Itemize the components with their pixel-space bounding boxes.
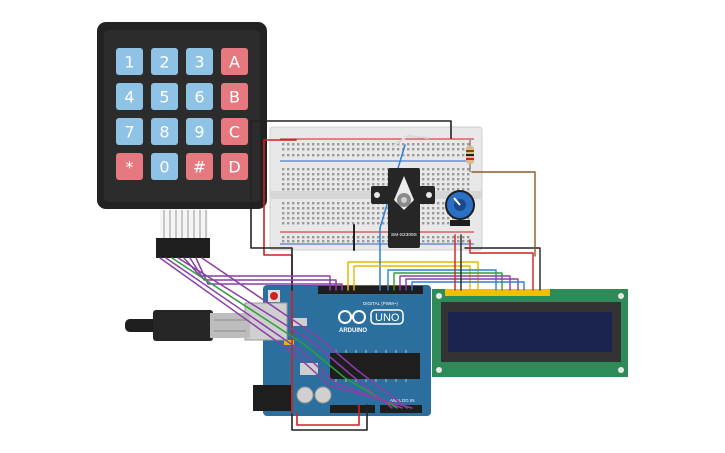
- key-2[interactable]: 2: [151, 48, 178, 75]
- arduino-logo-text: ARDUINO: [339, 328, 367, 334]
- wire-black: [464, 247, 541, 291]
- key-label: 2: [159, 53, 169, 72]
- key-9[interactable]: 9: [186, 118, 213, 145]
- arduino-model-text: UNO: [375, 312, 400, 324]
- key-4[interactable]: 4: [116, 83, 143, 110]
- servo-label: SM-S2309S: [391, 232, 417, 238]
- potentiometer[interactable]: [445, 190, 475, 226]
- key-cap: [116, 118, 143, 145]
- key-label: #: [193, 158, 206, 177]
- key-cap: [151, 48, 178, 75]
- wire-black: [291, 404, 368, 431]
- key-D[interactable]: D: [221, 153, 248, 180]
- key-cap: [186, 48, 213, 75]
- key-label: *: [126, 158, 134, 177]
- key-label: B: [229, 88, 240, 107]
- resistor: [466, 140, 474, 172]
- atmega-chip: [330, 353, 420, 379]
- lcd-16x2[interactable]: [432, 289, 628, 377]
- key-label: D: [228, 158, 240, 177]
- key-C[interactable]: C: [221, 118, 248, 145]
- lcd-screen: [448, 312, 612, 352]
- wire-green: [171, 257, 398, 409]
- key-label: 9: [194, 123, 204, 142]
- digital-header: [318, 286, 423, 294]
- capacitor: [296, 386, 314, 404]
- power-header: [330, 405, 375, 413]
- arduino-logo-icon: [338, 310, 366, 324]
- key-1[interactable]: 1: [116, 48, 143, 75]
- wire-yellow: [353, 265, 471, 291]
- key-cap: [151, 83, 178, 110]
- key-0[interactable]: 0: [151, 153, 178, 180]
- wire-purple: [177, 257, 393, 409]
- wire-brown: [471, 171, 536, 257]
- wire-purple: [201, 257, 408, 409]
- key-cap: [186, 83, 213, 110]
- key-label: 8: [159, 123, 169, 142]
- key-label: 6: [194, 88, 204, 107]
- arduino-uno[interactable]: ARDUINO UNO DIGITAL (PWM~) ANALOG IN: [244, 285, 431, 416]
- key-label: 0: [159, 158, 169, 177]
- key-cap: [221, 118, 248, 145]
- wire-white: [392, 135, 429, 147]
- key-label: 7: [124, 123, 134, 142]
- wire-red: [296, 404, 360, 426]
- key-6[interactable]: 6: [186, 83, 213, 110]
- wire-red: [469, 239, 534, 291]
- wire-purple: [159, 257, 413, 409]
- key-B[interactable]: B: [221, 83, 248, 110]
- key-7[interactable]: 7: [116, 118, 143, 145]
- key-label: 1: [124, 53, 134, 72]
- key-8[interactable]: 8: [151, 118, 178, 145]
- wire-black: [250, 120, 452, 139]
- key-#[interactable]: #: [186, 153, 213, 180]
- wire-blue: [411, 281, 525, 291]
- wire-purple: [195, 257, 343, 291]
- usb-cable: [125, 310, 250, 341]
- power-jack: [253, 385, 291, 411]
- key-cap: [151, 118, 178, 145]
- key-A[interactable]: A: [221, 48, 248, 75]
- wire-red: [263, 139, 293, 414]
- key-label: 4: [124, 88, 134, 107]
- key-cap: [186, 118, 213, 145]
- key-label: 5: [159, 88, 169, 107]
- wire-purple: [165, 257, 403, 409]
- digital-label: DIGITAL (PWM~): [363, 301, 398, 306]
- capacitor: [314, 386, 332, 404]
- key-label: A: [229, 53, 240, 72]
- key-cap: [116, 153, 143, 180]
- key-cap: [221, 153, 248, 180]
- key-cap: [116, 83, 143, 110]
- keypad-connector: [156, 238, 210, 258]
- wire-blue: [387, 269, 497, 291]
- arduino-board: [263, 285, 431, 416]
- key-label: 3: [194, 53, 204, 72]
- keypad-keys: 1 2 3 A 4 5 6 B 7 8 9 C * 0 # D: [116, 48, 248, 180]
- key-cap: [186, 153, 213, 180]
- analog-header: [380, 405, 422, 413]
- keypad-ribbon: [156, 209, 210, 258]
- servo-motor[interactable]: SM-S2309S: [371, 168, 435, 248]
- key-cap: [221, 83, 248, 110]
- key-cap: [116, 48, 143, 75]
- key-5[interactable]: 5: [151, 83, 178, 110]
- wires: [159, 120, 541, 431]
- key-cap: [151, 153, 178, 180]
- key-3[interactable]: 3: [186, 48, 213, 75]
- key-*[interactable]: *: [116, 153, 143, 180]
- wire-purple: [405, 278, 519, 291]
- analog-label: ANALOG IN: [390, 398, 415, 403]
- keypad-4x4[interactable]: 1 2 3 A 4 5 6 B 7 8 9 C * 0 # D: [97, 22, 267, 209]
- wire-black: [250, 120, 293, 291]
- key-cap: [221, 48, 248, 75]
- key-label: C: [229, 123, 240, 142]
